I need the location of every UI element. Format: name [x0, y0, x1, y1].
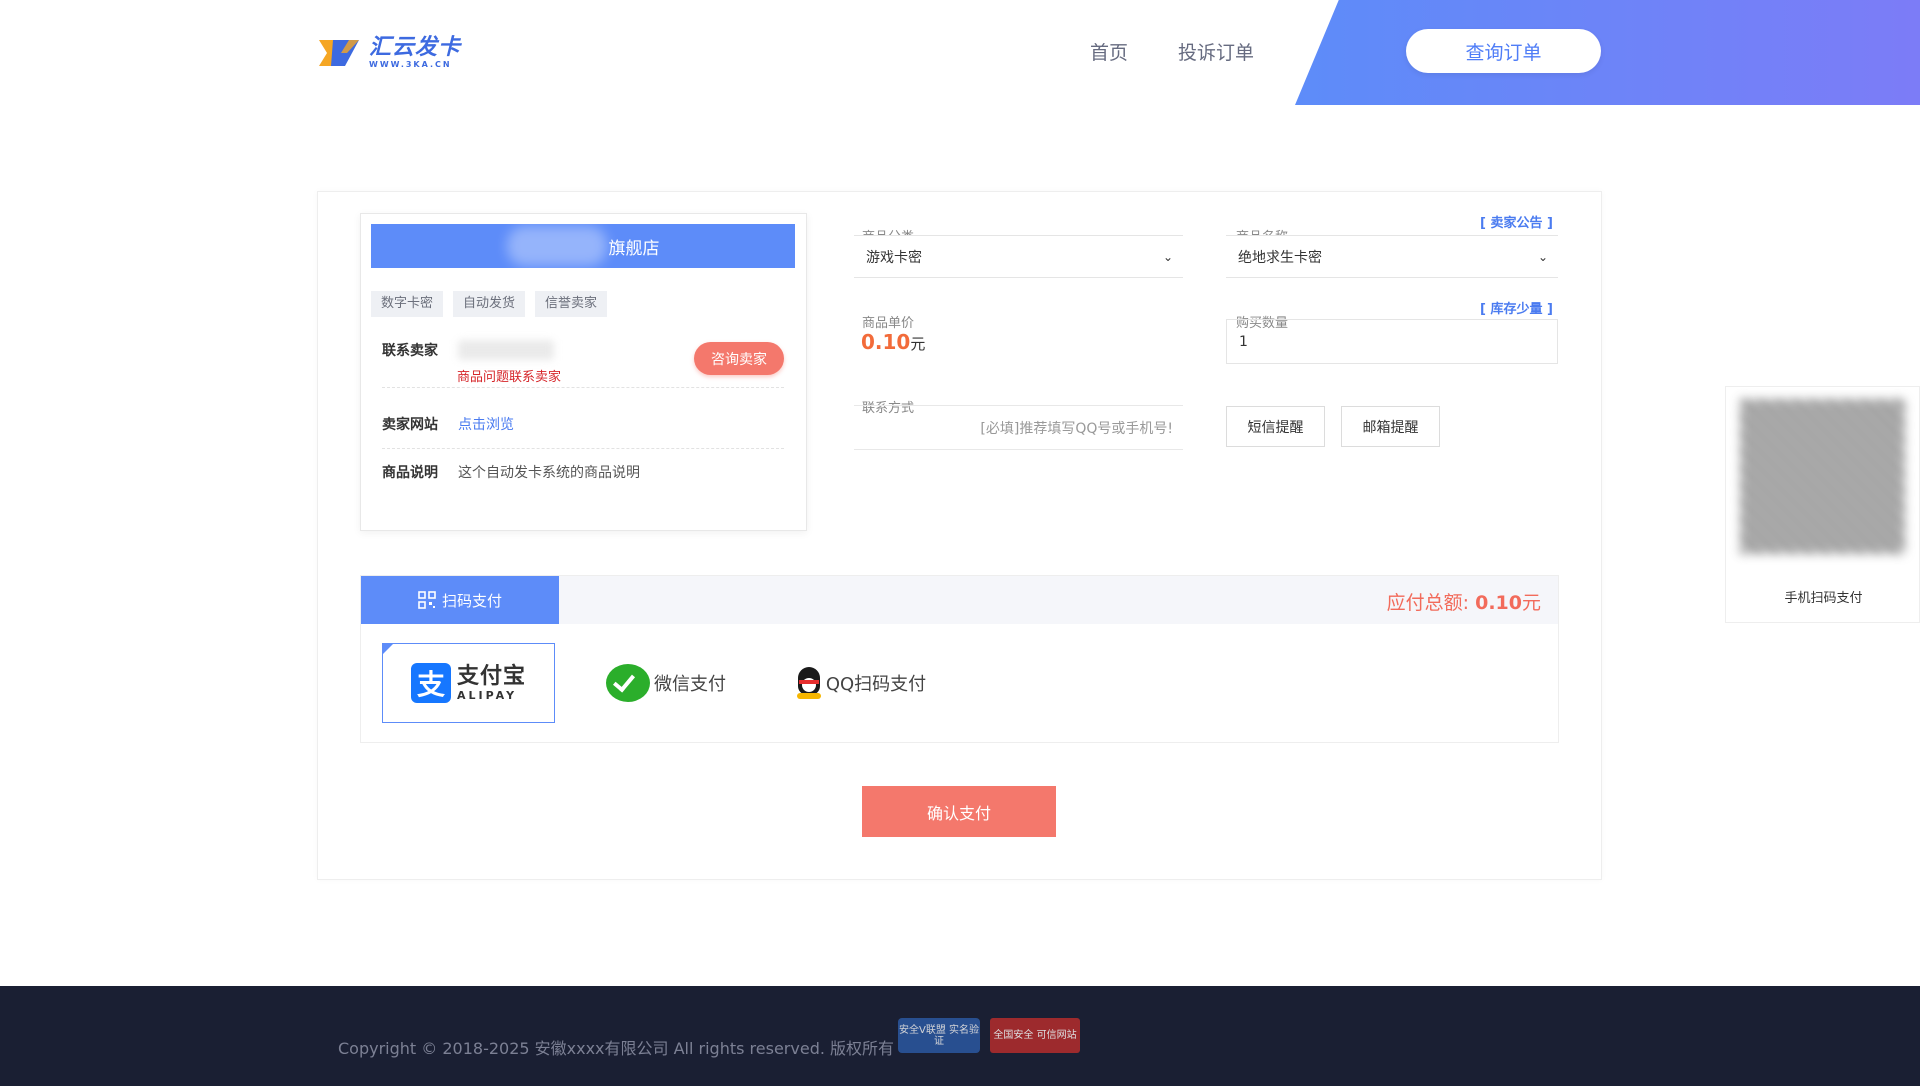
stock-low-link[interactable]: [ 库存少量 ] [1480, 302, 1553, 317]
product-desc-row: 商品说明 这个自动发卡系统的商品说明 [382, 462, 640, 482]
category-value: 游戏卡密 [866, 249, 922, 266]
confirm-pay-button[interactable]: 确认支付 [862, 786, 1056, 837]
qr-code-image [1740, 399, 1905, 554]
nav-home[interactable]: 首页 [1090, 42, 1129, 64]
payment-box: 扫码支付 应付总额: 0.10元 支 支付宝 ALIPAY 微信支付 QQ扫码支… [360, 575, 1559, 743]
wechat-icon [606, 664, 650, 702]
total-value: 0.10 [1475, 592, 1522, 614]
tab-scan-pay[interactable]: 扫码支付 [361, 576, 559, 624]
seller-site-link[interactable]: 点击浏览 [458, 417, 514, 433]
contact-seller-row: 联系卖家 [382, 340, 554, 360]
chevron-down-icon: ⌄ [1537, 249, 1548, 264]
divider [382, 387, 784, 388]
tag-auto-delivery: 自动发货 [453, 291, 526, 317]
shop-tags: 数字卡密 自动发货 信誉卖家 [371, 291, 608, 317]
total-label: 应付总额: [1386, 592, 1470, 614]
contact-redacted [458, 340, 554, 360]
seller-site-row: 卖家网站 点击浏览 [382, 414, 514, 434]
unit-price-value: 0.10 [861, 330, 911, 354]
nav-complain-order[interactable]: 投诉订单 [1178, 42, 1255, 64]
product-value: 绝地求生卡密 [1238, 249, 1322, 266]
shop-name-redacted [506, 226, 607, 266]
contact-note: 商品问题联系卖家 [457, 370, 562, 385]
verified-badge[interactable]: 安全V联盟 实名验证 [898, 1018, 980, 1053]
tag-trusted-seller: 信誉卖家 [535, 291, 608, 317]
logo-title: 汇云发卡 [369, 35, 462, 60]
query-order-button[interactable]: 查询订单 [1406, 29, 1601, 73]
logo-icon [319, 38, 359, 68]
category-select[interactable]: 游戏卡密 ⌄ [854, 235, 1183, 278]
contact-input[interactable]: [必填]推荐填写QQ号或手机号! [854, 405, 1183, 450]
alipay-label: 支付宝 [456, 663, 526, 689]
seller-notice-link[interactable]: [ 卖家公告 ] [1480, 216, 1553, 231]
pay-option-qq[interactable]: QQ扫码支付 [781, 643, 941, 723]
sms-remind-button[interactable]: 短信提醒 [1226, 406, 1325, 447]
trusted-site-badge[interactable]: 全国安全 可信网站 [990, 1018, 1080, 1053]
product-desc-value: 这个自动发卡系统的商品说明 [458, 465, 640, 481]
header-gradient [1295, 0, 1920, 105]
shop-banner: 旗舰店 [371, 224, 795, 268]
qq-label: QQ扫码支付 [825, 674, 927, 695]
total-amount: 应付总额: 0.10元 [1387, 588, 1541, 615]
contact-label: 联系方式 [862, 401, 915, 416]
alipay-label-en: ALIPAY [456, 688, 518, 702]
contact-seller-label: 联系卖家 [382, 343, 438, 359]
divider [382, 448, 784, 449]
price-label: 商品单价 [862, 316, 915, 331]
logo-subtitle: WWW.3KA.CN [369, 60, 452, 69]
selected-corner [382, 643, 394, 655]
seller-site-label: 卖家网站 [382, 417, 438, 433]
header: 汇云发卡 WWW.3KA.CN 首页 投诉订单 查询订单 [0, 0, 1920, 105]
alipay-icon: 支 [410, 663, 451, 703]
qq-penguin-icon [796, 667, 822, 699]
unit-price-unit: 元 [910, 335, 926, 353]
consult-seller-button[interactable]: 咨询卖家 [694, 342, 784, 375]
qr-code-icon [418, 591, 436, 609]
shop-name: 旗舰店 [608, 238, 660, 259]
product-select[interactable]: 绝地求生卡密 ⌄ [1226, 235, 1558, 278]
logo[interactable]: 汇云发卡 WWW.3KA.CN [319, 36, 461, 70]
copyright: Copyright © 2018-2025 安徽xxxx有限公司 All rig… [338, 1039, 895, 1058]
product-desc-label: 商品说明 [382, 465, 438, 481]
side-qr-panel: 手机扫码支付 [1725, 386, 1920, 623]
total-unit: 元 [1521, 592, 1541, 614]
qr-caption: 手机扫码支付 [1784, 591, 1863, 606]
unit-price: 0.10元 [861, 330, 925, 354]
email-remind-button[interactable]: 邮箱提醒 [1341, 406, 1440, 447]
payment-header: 扫码支付 应付总额: 0.10元 [361, 576, 1558, 624]
wechat-label: 微信支付 [654, 674, 726, 695]
chevron-down-icon: ⌄ [1162, 249, 1173, 264]
pay-option-alipay[interactable]: 支 支付宝 ALIPAY [382, 643, 555, 723]
tag-digital-card: 数字卡密 [371, 291, 444, 317]
shop-card: 旗舰店 数字卡密 自动发货 信誉卖家 联系卖家 商品问题联系卖家 咨询卖家 卖家… [360, 213, 807, 531]
pay-option-wechat[interactable]: 微信支付 [591, 643, 741, 723]
tab-scan-pay-label: 扫码支付 [441, 591, 502, 610]
quantity-input[interactable]: 1 [1226, 319, 1558, 364]
